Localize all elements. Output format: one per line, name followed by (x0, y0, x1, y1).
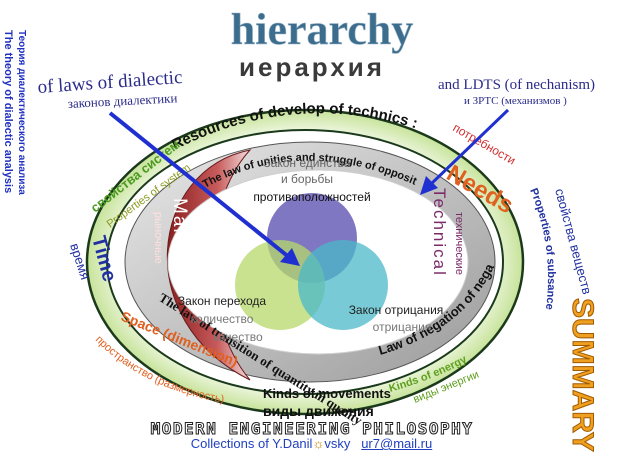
venn-circle-negation (298, 240, 388, 330)
sun-icon: ☼ (312, 436, 325, 451)
props-substance-en-label: Properties of subsance (527, 187, 557, 311)
email-link[interactable]: ur7@mail.ru (361, 436, 433, 451)
market-en-label: Market (169, 198, 190, 268)
transition-ru-line3: качество (213, 330, 263, 344)
unity-ru-line3: противоположностей (253, 190, 370, 204)
negation-ru-line2: отрицания (373, 320, 432, 334)
title-ru: иерархия (239, 52, 385, 82)
right-header-ru: и ЗРТС (механизмов ) (464, 95, 567, 107)
footer-credits: Collections of Y.Danil☼vsky ur7@mail.ru (0, 436, 623, 451)
summary-label: SUMMARY (566, 298, 599, 452)
kinds-movements-en-label: Kinds of movements (263, 386, 391, 401)
collections-text: Collections of Y.Danil (190, 436, 313, 451)
transition-ru-line1: Закон перехода (178, 294, 266, 308)
vertical-left-line2: Теория диалектического анализа (16, 30, 27, 195)
left-header-ru: законов диалектики (67, 90, 177, 111)
collections-suffix: vsky (324, 436, 351, 451)
unity-ru-line2: и борьбы (281, 172, 333, 186)
transition-ru-line2: количество (191, 312, 254, 326)
right-header-en: and LDTS (of nechanism) (438, 77, 595, 93)
arrow-right (420, 108, 510, 195)
unity-ru-line1: Закон единства (263, 156, 350, 170)
market-ru-label: рыночные (152, 212, 164, 264)
venn-circle-transition (235, 240, 325, 330)
arrow-left (108, 111, 300, 266)
footer-title: MODERN ENGINEERING PHILOSOPHY (151, 419, 474, 438)
technical-ru-label: технические (453, 212, 465, 275)
negation-ru-line1: Закон отрицания (349, 303, 444, 317)
vertical-left-line1: The theory of dialectic analysis (2, 30, 14, 193)
technical-en-label: Technical (430, 188, 449, 277)
kinds-movements-ru-label: виды движения (263, 403, 374, 419)
props-substance-ru-label: свойства веществ (552, 187, 595, 296)
title-en: hierarchy (231, 5, 414, 54)
